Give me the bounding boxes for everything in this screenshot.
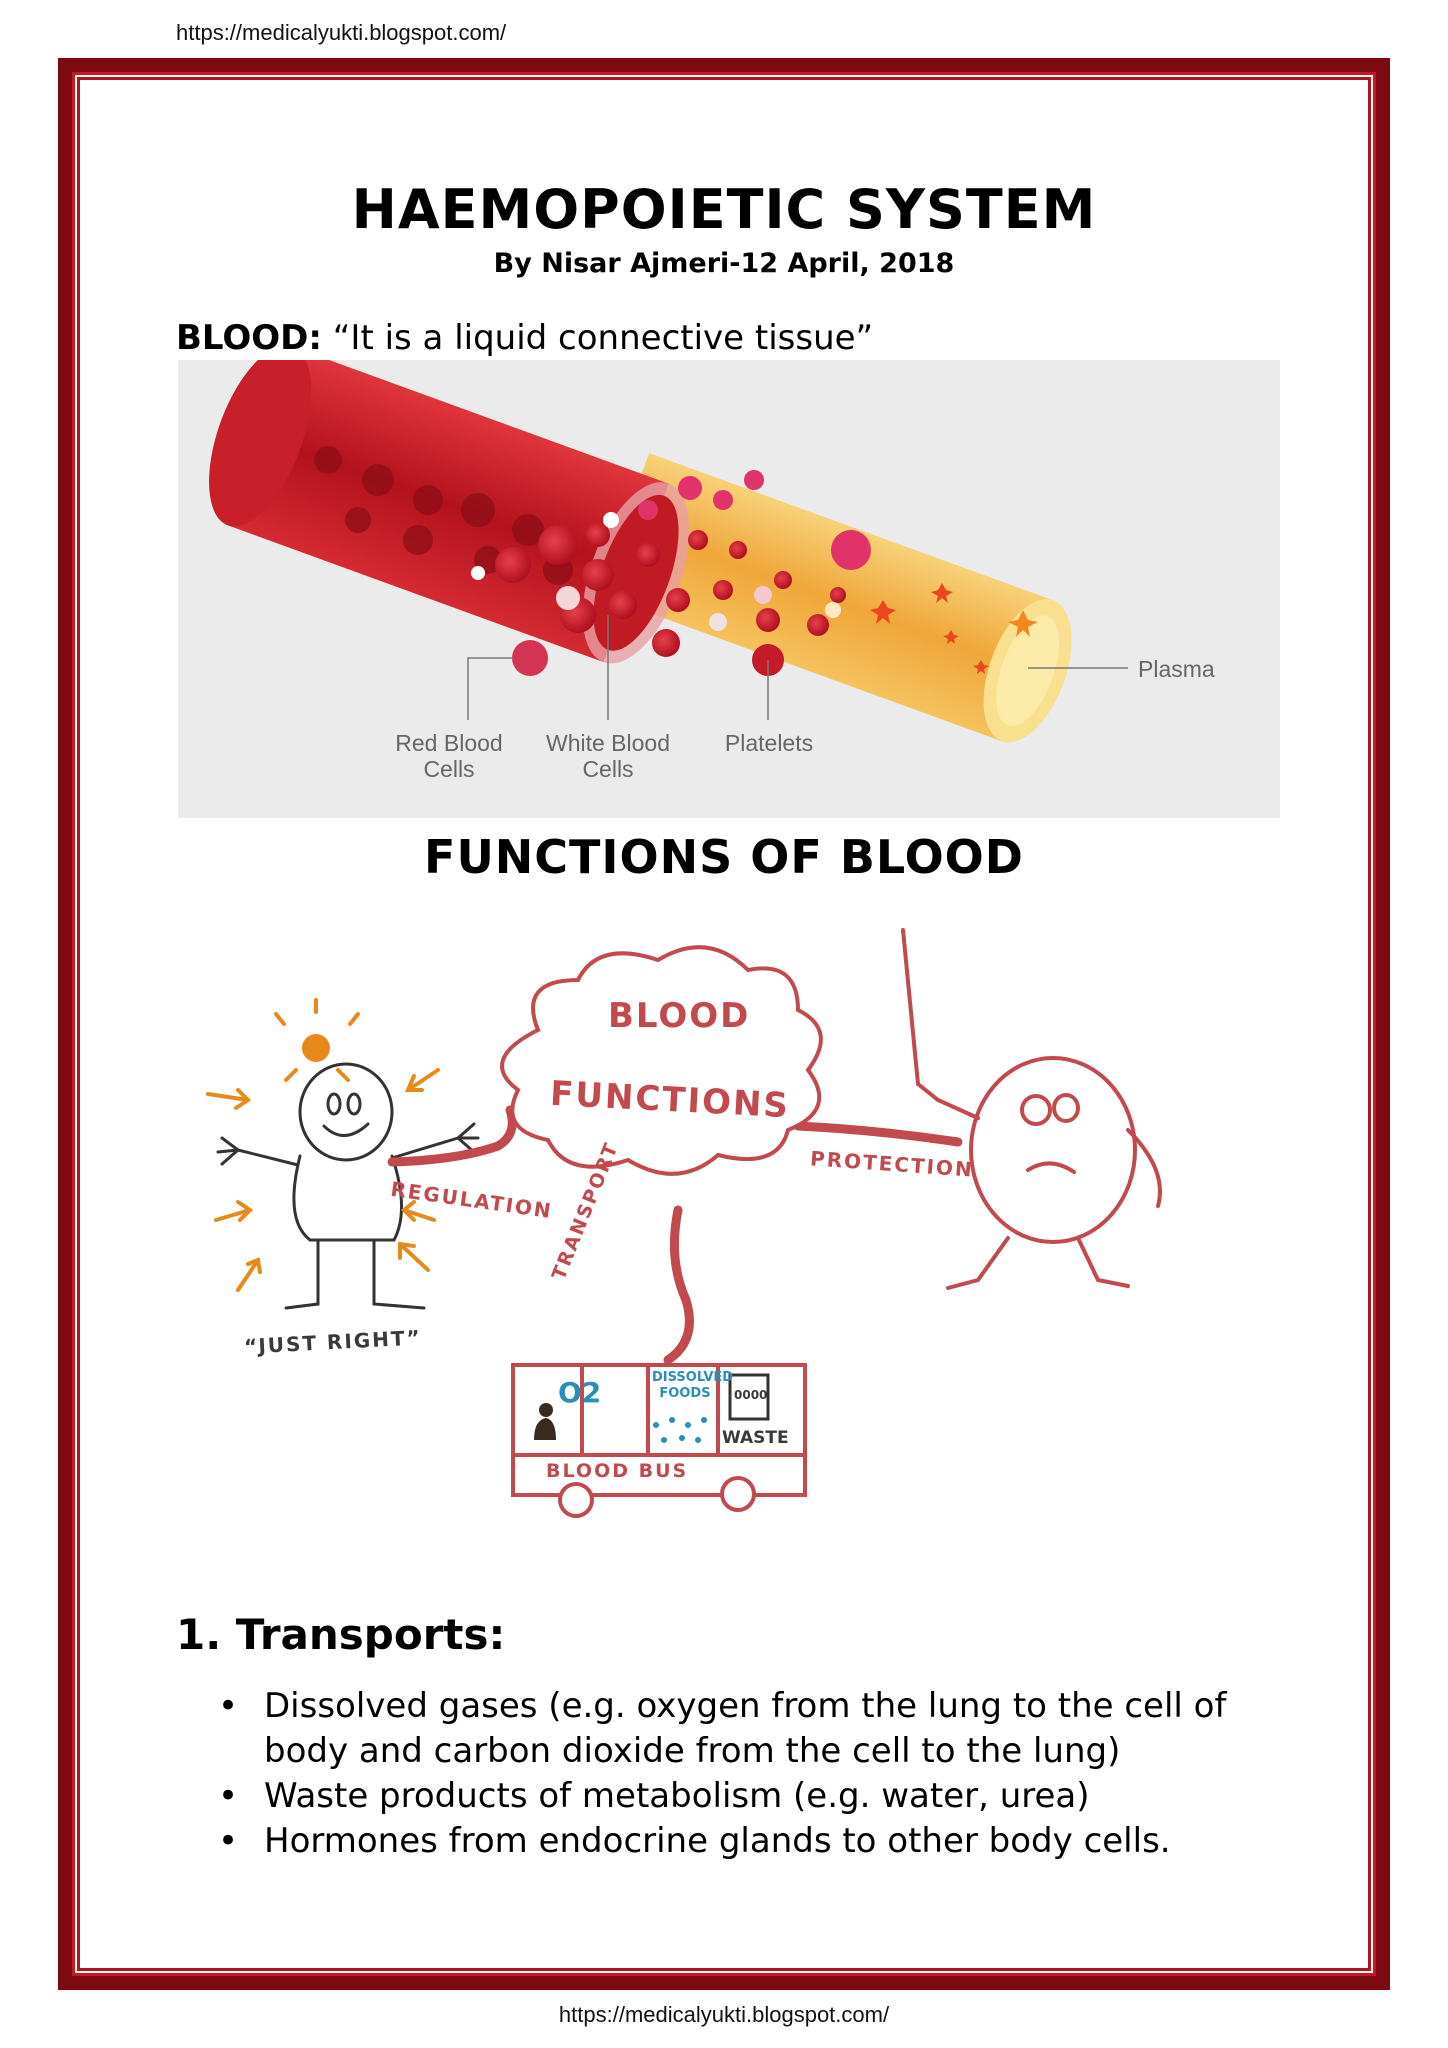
blood-vessel-drawing [209, 360, 1128, 743]
callout-lines [467, 615, 1128, 720]
byline: By Nisar Ajmeri-12 April, 2018 [493, 248, 955, 279]
functions-drawing [206, 928, 1162, 1518]
list-item: Dissolved gases (e.g. oxygen from the lu… [218, 1684, 1278, 1774]
protector-creature [901, 928, 1162, 1290]
page-title: HAEMOPOIETIC SYSTEM [351, 178, 1097, 241]
bus-label-dissolved-foods: DISSOLVED FOODS [652, 1370, 734, 1401]
list-item: Hormones from endocrine glands to other … [218, 1819, 1278, 1864]
source-url-bottom[interactable]: https://medicalyukti.blogspot.com/ [558, 2002, 890, 2027]
bus-label-bin: 0000 [734, 1388, 768, 1402]
just-right-figure [216, 1062, 480, 1310]
vessel-tube [209, 360, 690, 664]
label-red-blood-cells: Red Blood Cells [395, 730, 503, 782]
functions-cloud [500, 945, 823, 1176]
label-white-blood-cells: White Blood Cells [545, 730, 670, 782]
definition-term: BLOOD: [176, 318, 322, 358]
vessel-cells [314, 446, 573, 585]
label-plasma: Plasma [1138, 656, 1215, 682]
blood-bus [511, 1363, 807, 1518]
transports-heading: 1. Transports: [176, 1610, 506, 1659]
white-blood-cells [471, 512, 841, 631]
definition-text: “It is a liquid connective tissue” [322, 318, 874, 358]
source-url-top[interactable]: https://medicalyukti.blogspot.com/ [176, 20, 507, 45]
bus-label-blood-bus: BLOOD BUS [546, 1460, 689, 1482]
red-blood-cells [495, 470, 871, 676]
bus-label-waste: WASTE [722, 1428, 789, 1448]
label-platelets: Platelets [724, 730, 814, 756]
blood-definition: BLOOD: “It is a liquid connective tissue… [176, 318, 873, 358]
cloud-label-blood: BLOOD [608, 996, 751, 1036]
platelets [870, 583, 1038, 674]
plasma-tube [597, 453, 1072, 743]
functions-heading: FUNCTIONS OF BLOOD [424, 830, 1024, 884]
page-border-outer [58, 58, 1390, 1990]
sun-icon [302, 1034, 330, 1062]
radiating-arrows [206, 998, 440, 1292]
bus-label-o2: O2 [558, 1376, 602, 1409]
blood-vessel-illustration: Red Blood Cells White Blood Cells Platel… [178, 360, 1280, 818]
list-item: Waste products of metabolism (e.g. water… [218, 1774, 1278, 1819]
vein-connectors [387, 1105, 963, 1365]
transports-list: Dissolved gases (e.g. oxygen from the lu… [218, 1684, 1278, 1864]
blood-functions-sketch: BLOOD FUNCTIONS REGULATION PROTECTION TR… [178, 920, 1280, 1580]
